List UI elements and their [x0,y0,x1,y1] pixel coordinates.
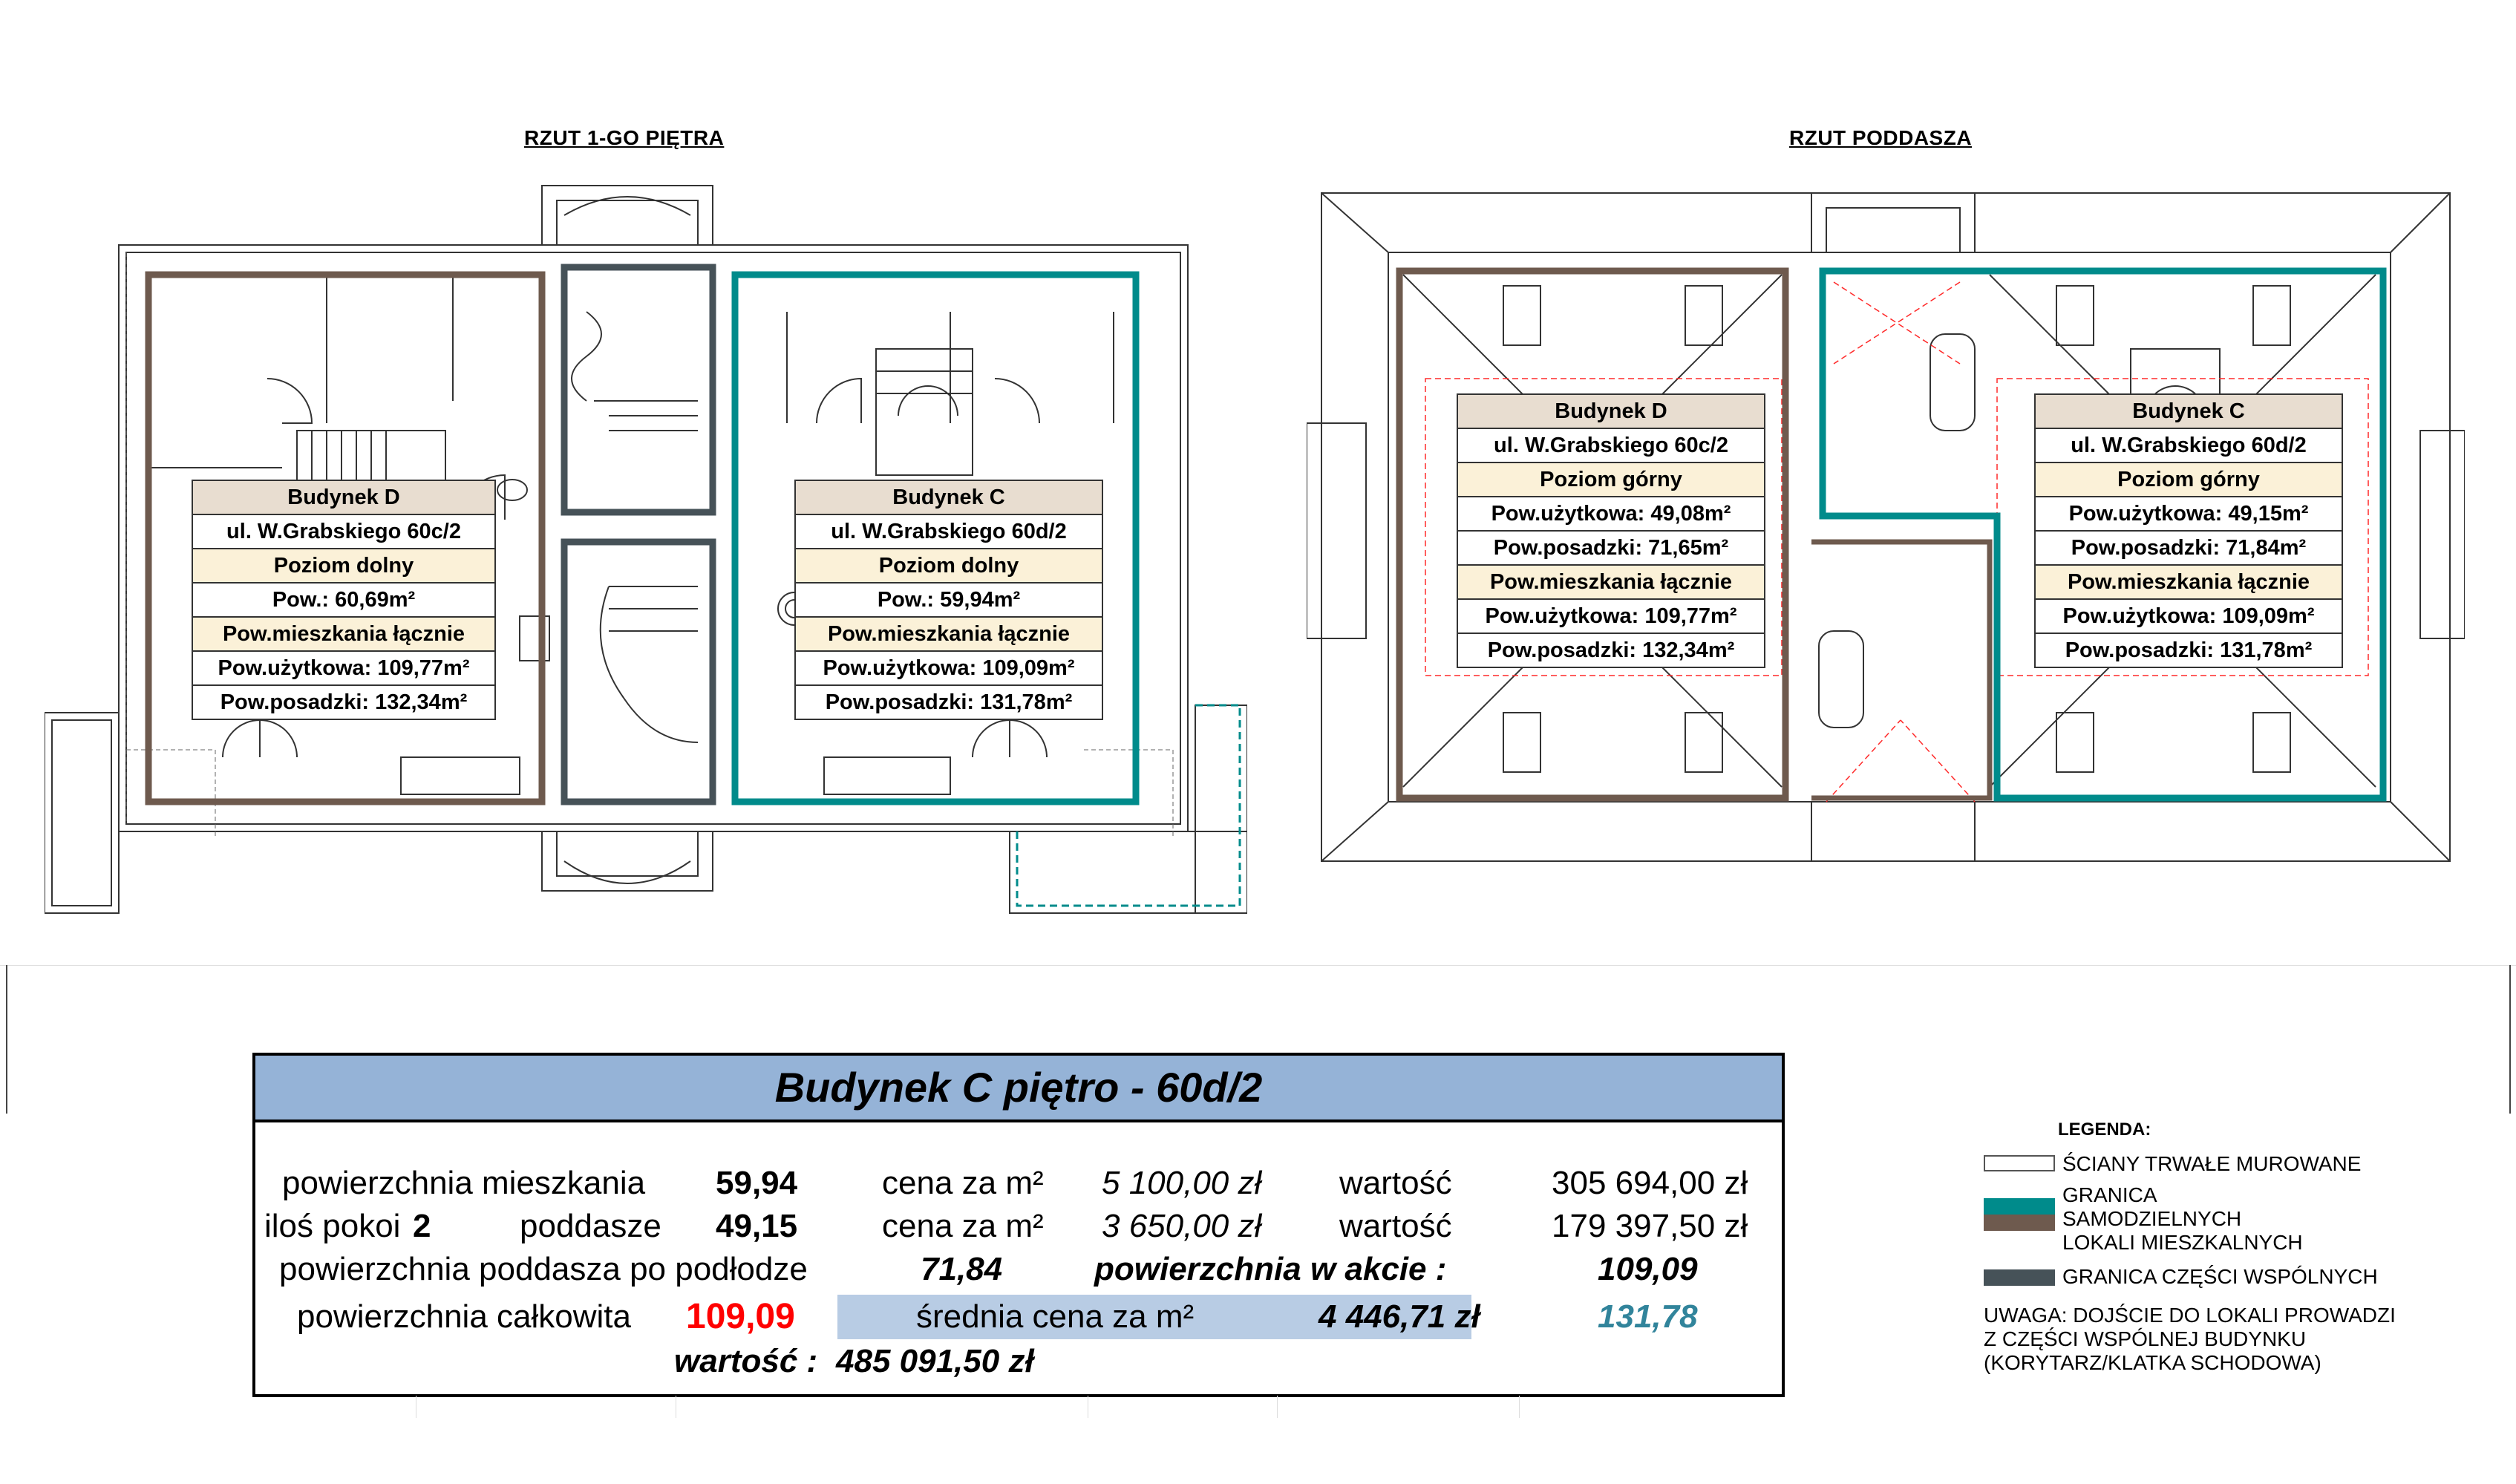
box-row: Pow.mieszkania łącznie [796,618,1102,652]
box-row: Poziom dolny [193,549,494,584]
row4-avg-value: 4 446,71 zł [1319,1298,1480,1335]
attic-plan [1307,192,2465,862]
box-row: Pow.użytkowa: 109,09m² [796,652,1102,686]
grid-line [1519,1396,1520,1418]
legend-swatch-walls [1984,1155,2055,1171]
box-row: ul. W.Grabskiego 60d/2 [2036,429,2342,463]
box-row: Pow.mieszkania łącznie [2036,566,2342,600]
row3-promo-label: powierzchnia w akcie : [1094,1251,1447,1287]
legend-note-line2: Z CZĘŚCI WSPÓLNEJ BUDYNKU [1984,1327,2307,1350]
row2-value-label: wartość [1339,1208,1452,1244]
legend-boundary-line1: GRANICA [2062,1183,2157,1206]
row2-price-label: cena za m² [882,1208,1044,1244]
first-floor-plan [45,185,1247,914]
box-row: Pow.posadzki: 71,65m² [1458,532,1764,566]
box-row: Pow.mieszkania łącznie [193,618,494,652]
info-box-right-c: Budynek C ul. W.Grabskiego 60d/2 Poziom … [2034,393,2343,668]
box-row: Budynek C [2036,395,2342,429]
row1-price-label: cena za m² [882,1165,1044,1201]
box-row: Budynek D [193,481,494,515]
row2-rooms: 2 [413,1208,431,1244]
row4-floor-total: 131,78 [1598,1298,1698,1335]
legend-boundary-line2: SAMODZIELNYCH [2062,1207,2242,1230]
avg-price-highlight [837,1295,1471,1339]
row3-label: powierzchnia poddasza po podłodze [279,1251,808,1287]
row1-amount: 305 694,00 zł [1552,1165,1748,1201]
row2-value: 49,15 [716,1208,798,1244]
info-box-left-c: Budynek C ul. W.Grabskiego 60d/2 Poziom … [794,480,1103,720]
box-row: Pow.posadzki: 132,34m² [1487,638,1735,662]
legend-swatch-brown [1984,1215,2055,1231]
box-row: Pow.mieszkania łącznie [1458,566,1764,600]
legend-common-label: GRANICA CZĘŚCI WSPÓLNYCH [2062,1265,2378,1288]
box-row: Pow.: 60,69m² [193,584,494,618]
box-row: Pow.użytkowa: 109,77m² [193,652,494,686]
row1-value: 59,94 [716,1165,798,1201]
row1-value-label: wartość [1339,1165,1452,1201]
box-row: Pow.posadzki: 132,34m² [220,690,468,714]
legend-note-line1: UWAGA: DOJŚCIE DO LOKALI PROWADZI [1984,1304,2396,1327]
row3-value: 71,84 [921,1251,1003,1287]
box-row: Pow.użytkowa: 109,09m² [2036,600,2342,634]
legend-boundary-line3: LOKALI MIESZKALNYCH [2062,1231,2303,1254]
page-divider [0,965,2516,966]
summary-title: Budynek C piętro - 60d/2 [255,1056,1782,1122]
legend-swatch-teal [1984,1198,2055,1215]
info-box-left-d: Budynek D ul. W.Grabskiego 60c/2 Poziom … [192,480,496,720]
row4-label: powierzchnia całkowita [297,1298,631,1335]
box-row: ul. W.Grabskiego 60c/2 [193,515,494,549]
box-row: Poziom dolny [796,549,1102,584]
legend-walls-label: ŚCIANY TRWAŁE MUROWANE [2062,1152,2362,1175]
legend-note-line3: (KORYTARZ/KLATKA SCHODOWA) [1984,1351,2321,1374]
left-edge-line [6,965,7,1114]
box-row: Pow.użytkowa: 109,77m² [1458,600,1764,634]
row2-label: iloś pokoi [264,1208,401,1244]
row3-promo-value: 109,09 [1598,1251,1698,1287]
row1-label: powierzchnia mieszkania [282,1165,646,1201]
box-row: Pow.użytkowa: 49,08m² [1458,497,1764,532]
box-row: ul. W.Grabskiego 60d/2 [796,515,1102,549]
box-row: Budynek C [796,481,1102,515]
row2-amount: 179 397,50 zł [1552,1208,1748,1244]
box-row: Pow.posadzki: 131,78m² [825,690,1073,714]
box-row: Budynek D [1458,395,1764,429]
row4-avg-label: średnia cena za m² [916,1298,1195,1335]
row4-value: 109,09 [686,1297,795,1336]
grid-line [1277,1396,1278,1418]
box-row: Pow.użytkowa: 49,15m² [2036,497,2342,532]
box-row: Pow.posadzki: 71,84m² [2036,532,2342,566]
box-row: Poziom górny [2036,463,2342,497]
row5-value: 485 091,50 zł [836,1343,1034,1379]
box-row: Pow.posadzki: 131,78m² [2065,638,2313,662]
row1-price: 5 100,00 zł [1102,1165,1262,1201]
legend-title: LEGENDA: [2058,1119,2151,1140]
box-row: Pow.: 59,94m² [796,584,1102,618]
legend-swatch-grey [1984,1269,2055,1286]
box-row: Poziom górny [1458,463,1764,497]
left-plan-title: RZUT 1-GO PIĘTRA [524,126,725,149]
row2-price: 3 650,00 zł [1102,1208,1262,1244]
row5-label: wartość : [674,1343,818,1379]
info-box-right-d: Budynek D ul. W.Grabskiego 60c/2 Poziom … [1457,393,1765,668]
right-plan-title: RZUT PODDASZA [1789,126,1973,149]
row2-attic-label: poddasze [520,1208,661,1244]
box-row: ul. W.Grabskiego 60c/2 [1458,429,1764,463]
summary-table: Budynek C piętro - 60d/2 powierzchnia mi… [252,1053,1785,1397]
right-edge-line [2509,965,2511,1114]
